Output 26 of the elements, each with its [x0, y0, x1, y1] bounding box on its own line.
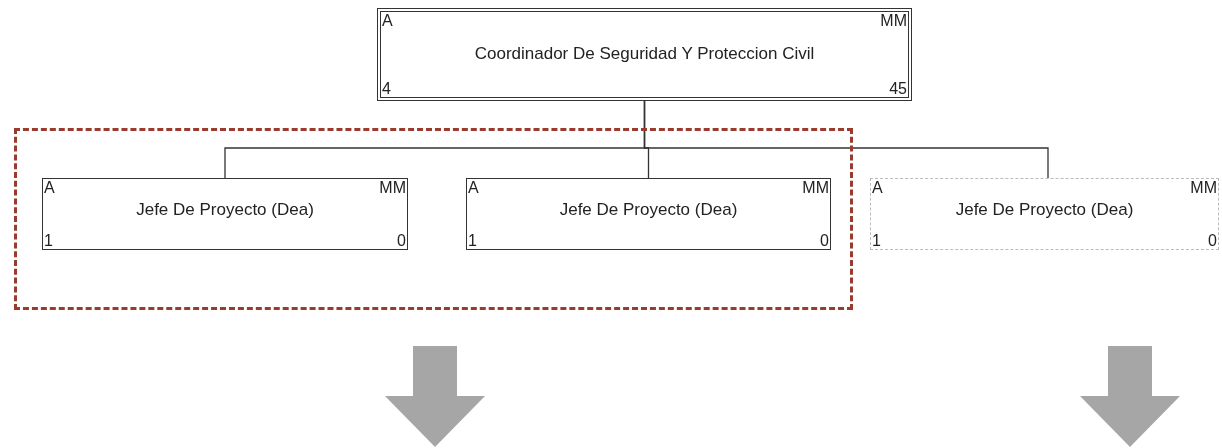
- corner-number: 45: [889, 80, 907, 97]
- corner-code: A: [382, 12, 393, 29]
- position-title: Jefe De Proyecto (Dea): [135, 200, 315, 220]
- corner-code: MM: [880, 12, 907, 29]
- corner-number: 1: [44, 232, 53, 249]
- corner-number: 0: [397, 232, 406, 249]
- position-box: [466, 178, 831, 250]
- position-box: [377, 8, 912, 101]
- corner-number: 4: [382, 80, 391, 97]
- corner-code: MM: [379, 179, 406, 196]
- corner-number: 1: [468, 232, 477, 249]
- corner-code: MM: [802, 179, 829, 196]
- corner-code: A: [468, 179, 479, 196]
- position-title: Jefe De Proyecto (Dea): [558, 200, 739, 220]
- position-box: [42, 178, 408, 250]
- connector-line: [643, 100, 1049, 179]
- corner-code: MM: [1190, 179, 1217, 196]
- group-frame: [14, 128, 853, 310]
- corner-code: A: [44, 179, 55, 196]
- position-box: [870, 178, 1219, 250]
- corner-number: 0: [820, 232, 829, 249]
- corner-code: A: [872, 179, 883, 196]
- position-title: Coordinador De Seguridad Y Proteccion Civil: [473, 43, 816, 64]
- corner-number: 0: [1208, 232, 1217, 249]
- position-title: Jefe De Proyecto (Dea): [954, 200, 1135, 220]
- corner-number: 1: [872, 232, 881, 249]
